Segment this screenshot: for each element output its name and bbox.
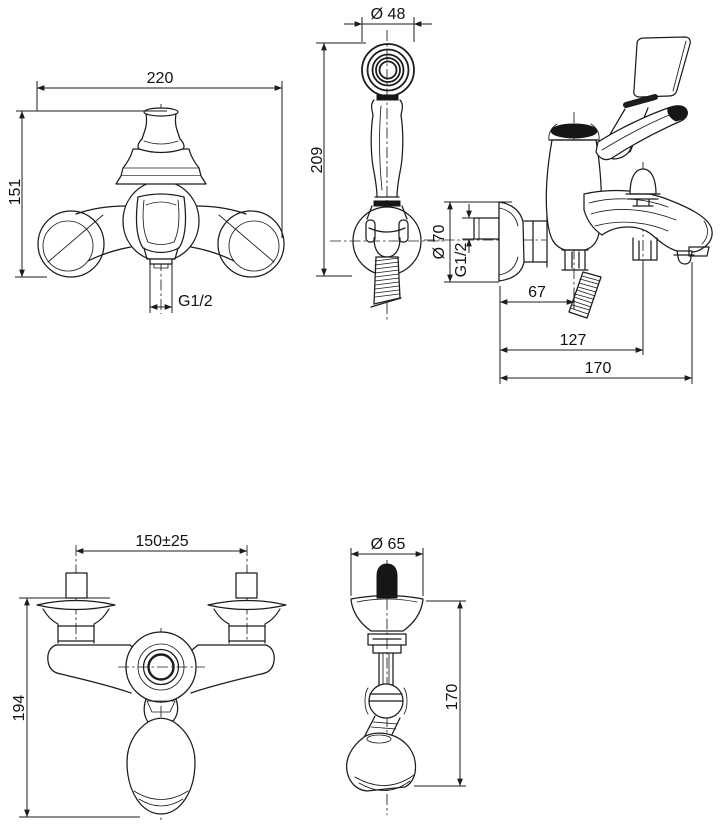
side-wall-to-spout-label: 170 — [585, 360, 612, 377]
front-height-label: 151 — [7, 179, 24, 206]
side-dim-wall-to-diverter: 127 — [499, 262, 644, 355]
profile-escutcheon — [350, 594, 424, 654]
front-width-label: 220 — [147, 70, 174, 87]
hand-shower-head — [361, 43, 415, 97]
hand-shower-handle — [366, 94, 408, 220]
view-rear: 150±25 194 — [11, 533, 287, 822]
side-dim-inlet-thread: G1/2 — [453, 204, 476, 277]
profile-inlet-knob — [376, 563, 398, 599]
hand-shower-head-diameter-label: Ø 48 — [371, 6, 406, 23]
profile-escutcheon-diameter-label: Ø 65 — [371, 536, 406, 553]
side-wall-to-body-label: 67 — [528, 284, 546, 301]
side-hose-connector — [632, 237, 658, 261]
view-front: 220 151 G1/2 — [7, 70, 285, 314]
rear-dim-inlet-spacing: 150±25 — [75, 533, 248, 554]
profile-lever-handle — [346, 715, 417, 792]
side-hose — [561, 249, 602, 319]
rear-inlets — [36, 572, 287, 644]
side-dim-wall-to-body: 67 — [499, 284, 575, 384]
rear-height-label: 194 — [11, 695, 28, 722]
front-dim-outlet-thread: G1/2 — [149, 262, 213, 313]
side-spout — [583, 189, 713, 265]
profile-body-stem — [364, 652, 408, 719]
view-hand-shower: Ø 48 209 — [309, 6, 444, 322]
front-dim-height: 151 — [7, 110, 167, 278]
front-wall-escutcheons — [37, 205, 285, 278]
side-dim-escutcheon-diameter: Ø 70 — [431, 201, 512, 283]
side-dim-wall-to-spout-tip: 170 — [499, 262, 693, 384]
front-outlet-thread-label: G1/2 — [178, 293, 213, 310]
rear-inlet-spacing-label: 150±25 — [135, 533, 188, 550]
side-spout-foot — [688, 246, 710, 257]
profile-dim-escutcheon-diameter: Ø 65 — [350, 536, 424, 596]
front-dim-overall-width: 220 — [36, 70, 283, 238]
front-lever-handle — [135, 193, 187, 269]
rear-lever-handle — [126, 698, 196, 815]
side-diverter-knob — [625, 168, 661, 207]
hand-shower-hose — [370, 256, 402, 308]
view-profile: Ø 65 170 — [346, 536, 466, 815]
hand-shower-height-label: 209 — [309, 147, 326, 174]
profile-dim-height: 170 — [414, 600, 466, 787]
side-escutcheon-diameter-label: Ø 70 — [431, 225, 448, 260]
hand-shower-dim-height: 209 — [309, 42, 366, 277]
rear-dim-height: 194 — [11, 597, 140, 818]
side-inlet-thread-label: G1/2 — [453, 243, 470, 278]
hand-shower-dim-head-diameter: Ø 48 — [344, 6, 432, 42]
profile-height-label: 170 — [444, 684, 461, 711]
side-body — [545, 123, 602, 251]
side-wall-to-diverter-label: 127 — [560, 332, 587, 349]
hand-shower-clip — [365, 219, 409, 258]
view-side: Ø 70 G1/2 67 127 170 — [424, 36, 713, 384]
front-diverter-knob — [137, 107, 185, 154]
rear-body-boss — [118, 631, 205, 703]
side-hand-shower-ring — [623, 94, 658, 108]
side-wall-connection — [473, 201, 548, 282]
side-lever-handle — [595, 105, 688, 161]
